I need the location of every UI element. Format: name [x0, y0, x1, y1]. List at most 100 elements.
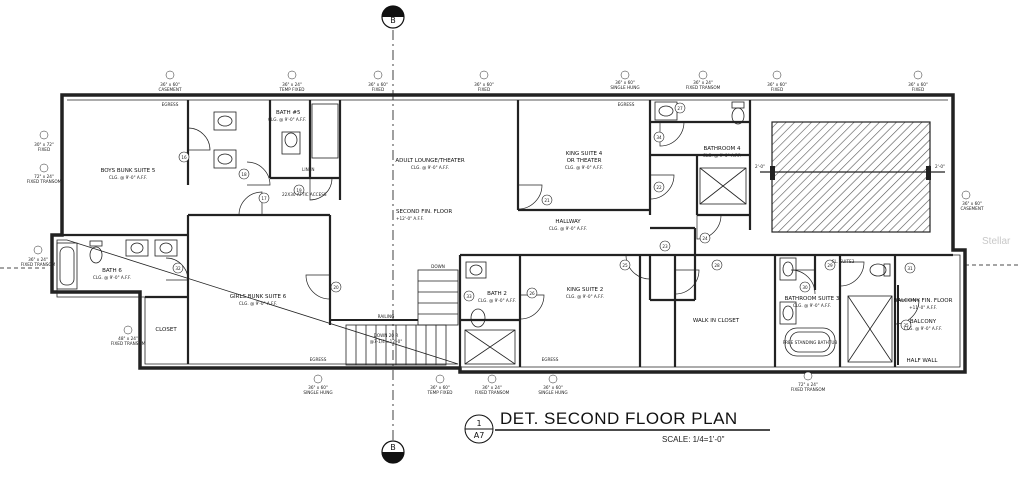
window-tag-w9: 30" x 72" FIXED: [34, 130, 54, 152]
window-w18-size: 36" x 60": [962, 201, 982, 206]
room-bath5-name: BATH #5: [276, 110, 301, 116]
window-tag-w17: 72" x 24" FIXED TRANSOM: [791, 371, 826, 392]
dimension-right: 2'-0": [935, 164, 945, 169]
window-tag-w12: 48" x 24" FIXED TRANSOM: [111, 325, 146, 346]
balcony-floor-elev: +11'-0" A.F.F.: [909, 305, 937, 310]
watermark: Stellar: [982, 236, 1011, 247]
room-bath5-ceiling: CLG. @ 9'-0" A.F.F.: [268, 117, 306, 122]
window-w5-type: SINGLE HUNG: [610, 85, 639, 90]
window-tag-w18: 36" x 60" CASEMENT: [960, 190, 984, 211]
window-w7-type: FIXED: [771, 87, 783, 92]
door-tag-22: 22: [656, 185, 662, 190]
door-tag-30: 30: [802, 285, 808, 290]
door-tag-24: 24: [702, 236, 708, 241]
window-tag-w15: 36" x 24" FIXED TRANSOM: [475, 374, 510, 395]
stair: [330, 269, 459, 366]
window-w16-size: 36" x 60": [543, 385, 563, 390]
stair-note-name: DOWN 20 R: [374, 333, 399, 338]
room-closet-name: CLOSET: [155, 327, 177, 333]
window-w16-type: SINGLE HUNG: [538, 390, 567, 395]
door-tag-18: 18: [241, 172, 247, 177]
door-tag-25: 25: [622, 263, 628, 268]
window-w17-type: FIXED TRANSOM: [791, 387, 826, 392]
egress-label-b: EGRESS: [618, 102, 635, 107]
dimension-left: 2'-0": [755, 164, 765, 169]
window-tag-w3: 36" x 60" FIXED: [368, 70, 388, 92]
window-w11-size: 36" x 24": [28, 257, 48, 262]
window-tag-w14: 36" x 60" TEMP FIXED: [426, 374, 453, 395]
stair-note-sub: @7-1/4 =12'-0": [370, 339, 403, 344]
half-wall-label: HALF WALL: [907, 358, 939, 364]
door-tag-33: 33: [466, 294, 472, 299]
drawing-scale: SCALE: 1/4=1'-0": [662, 435, 725, 444]
window-w1-type: CASEMENT: [158, 87, 181, 92]
window-w17-size: 72" x 24": [798, 382, 818, 387]
room-king4-name: KING SUITE 4: [566, 151, 603, 157]
door-tag-20: 20: [333, 285, 339, 290]
room-girls-suite-ceiling: CLG. @ 9'-0" A.F.F.: [239, 301, 277, 306]
egress-label-d: EGRESS: [542, 357, 559, 362]
window-w13-size: 36" x 60": [308, 385, 328, 390]
window-tag-w2: 36" x 24" TEMP FIXED: [278, 70, 305, 92]
room-girls-suite-name: GIRLS BUNK SUITE 6: [230, 294, 287, 300]
room-king4-ceiling: CLG. @ 9'-0" A.F.F.: [565, 165, 603, 170]
window-w12-type: FIXED TRANSOM: [111, 341, 146, 346]
door-tag-34: 34: [656, 135, 662, 140]
room-bath-mid-name: BATH 2: [487, 291, 507, 297]
door-tag-31: 31: [907, 266, 913, 271]
door-tag-29: 29: [827, 263, 833, 268]
window-tag-w6: 36" x 24" FIXED TRANSOM: [686, 70, 721, 90]
window-tag-w7: 36" x 60" FIXED: [767, 70, 787, 92]
room-tub-name: FREE STANDING BATHTUB: [783, 340, 838, 345]
room-bath6-name: BATH 6: [102, 268, 122, 274]
room-walkin-name: WALK IN CLOSET: [693, 318, 740, 324]
room-boys-suite-ceiling: CLG. @ 9'-0" A.F.F.: [109, 175, 147, 180]
section-marker-bottom-label: B: [390, 443, 396, 452]
door-tag-32: 32: [175, 266, 181, 271]
room-balcony-name: BALCONY: [910, 319, 937, 325]
door-tag-27: 27: [677, 106, 683, 111]
room-attic-name: 22X30 ATTIC ACCESS: [282, 192, 327, 197]
egress-label-a: EGRESS: [162, 102, 179, 107]
window-tag-w10: 72" x 24" FIXED TRANSOM: [27, 163, 62, 184]
window-tag-w13: 36" x 60" SINGLE HUNG: [303, 374, 333, 395]
door-tag-23: 23: [662, 244, 668, 249]
door-tag-26: 26: [529, 291, 535, 296]
section-marker-top-label: B: [390, 16, 396, 25]
window-w10-type: FIXED TRANSOM: [27, 179, 62, 184]
room-hallway-name: HALLWAY: [555, 219, 581, 225]
window-tag-w11: 36" x 24" FIXED TRANSOM: [21, 245, 56, 267]
window-w14-type: TEMP FIXED: [426, 390, 452, 395]
door-tag-16: 16: [181, 155, 187, 160]
window-tag-w5: 36" x 60" SINGLE HUNG: [610, 70, 640, 90]
window-w11-type: FIXED TRANSOM: [21, 262, 56, 267]
window-w9-type: FIXED: [38, 147, 50, 152]
room-bath4-name: BATHROOM 4: [703, 146, 741, 152]
window-tag-w1: 36" x 60" CASEMENT: [158, 70, 182, 92]
room-bath4-ceiling: CLG. @ 9'-0" A.F.F.: [703, 153, 741, 158]
window-w12-size: 48" x 24": [118, 336, 138, 341]
window-w6-type: FIXED TRANSOM: [686, 85, 721, 90]
door-swings: [165, 121, 920, 325]
window-w15-size: 36" x 24": [482, 385, 502, 390]
room-lounge-name: ADULT LOUNGE/THEATER: [395, 158, 465, 164]
room-down-label: DOWN: [431, 264, 445, 269]
window-w6-size: 36" x 24": [693, 80, 713, 85]
window-tag-w16: 36" x 60" SINGLE HUNG: [538, 374, 568, 395]
section-marker-bottom: B: [381, 440, 405, 464]
window-w14-size: 36" x 60": [430, 385, 450, 390]
egress-label-c: EGRESS: [310, 357, 327, 362]
window-tag-w4: 36" x 60" FIXED: [474, 70, 494, 92]
room-railing-label: RAILING: [378, 314, 395, 319]
window-w2-size: 36" x 24": [282, 82, 302, 87]
section-marker-top: B: [381, 5, 405, 29]
second-floor-elev: +12'-0" A.F.F.: [396, 216, 424, 221]
window-w3-type: FIXED: [372, 87, 384, 92]
roof-hatch-area: [771, 121, 931, 233]
door-tag-19: 19: [296, 188, 302, 193]
door-tag-28: 28: [714, 263, 720, 268]
room-lounge-ceiling: CLG. @ 9'-0" A.F.F.: [411, 165, 449, 170]
room-king2-name: KING SUITE 2: [567, 287, 604, 293]
door-tag-35: 35: [903, 323, 909, 328]
